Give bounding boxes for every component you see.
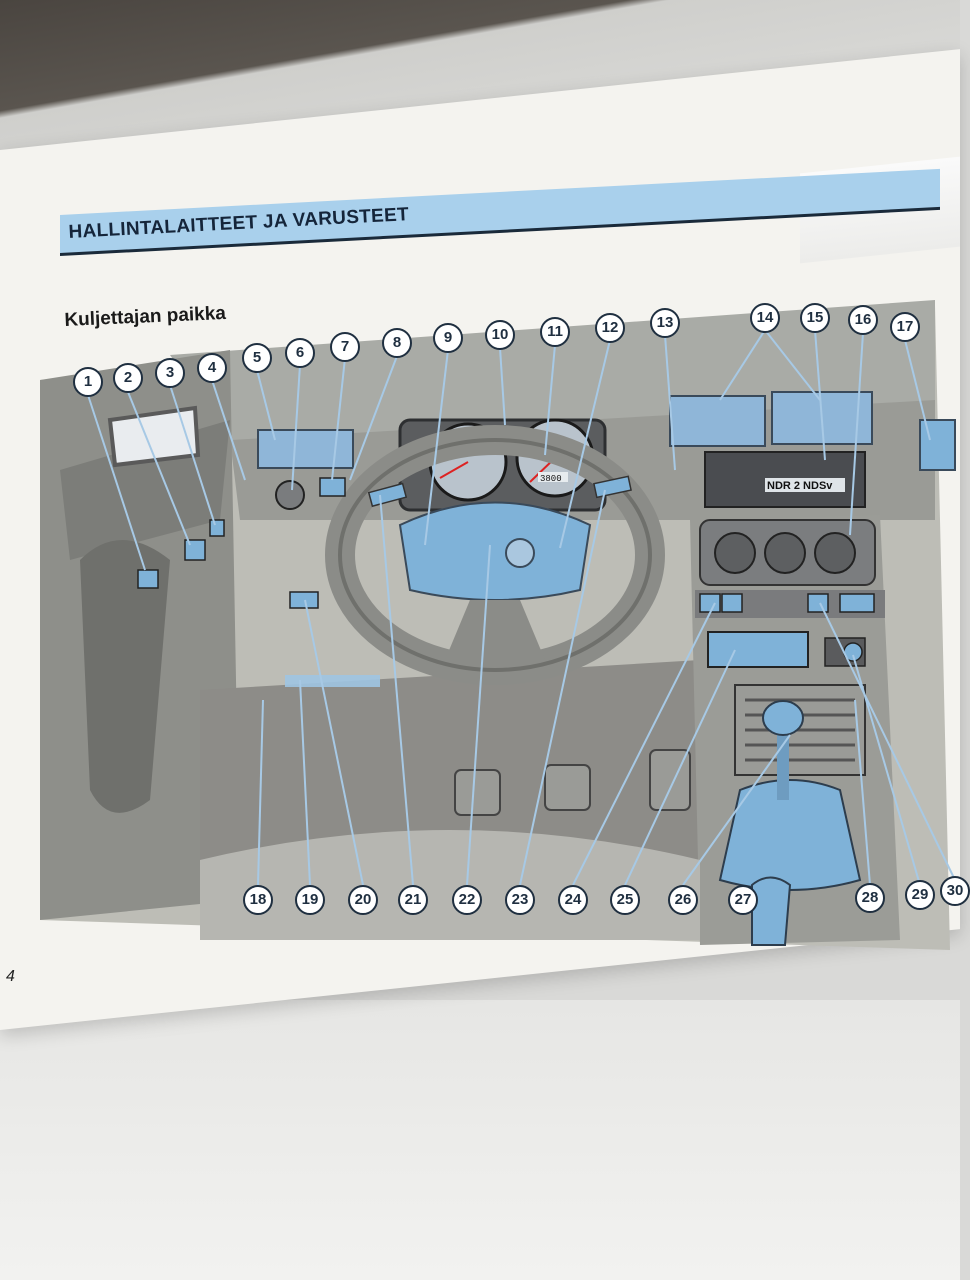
callout-28: 28 bbox=[855, 883, 885, 913]
callout-19: 19 bbox=[295, 885, 325, 915]
callout-20: 20 bbox=[348, 885, 378, 915]
callout-29: 29 bbox=[905, 880, 935, 910]
callout-21: 21 bbox=[398, 885, 428, 915]
callout-2: 2 bbox=[113, 363, 143, 393]
callout-3: 3 bbox=[155, 358, 185, 388]
callout-7: 7 bbox=[330, 332, 360, 362]
callout-leader-lines bbox=[87, 329, 956, 886]
odometer-text: 3800 bbox=[540, 474, 562, 484]
callout-14: 14 bbox=[750, 303, 780, 333]
callout-13: 13 bbox=[650, 308, 680, 338]
radio-display-text: NDR 2 NDSv bbox=[767, 480, 833, 492]
desk-surface bbox=[0, 1000, 960, 1280]
callout-16: 16 bbox=[848, 305, 878, 335]
callout-4: 4 bbox=[197, 353, 227, 383]
callout-8: 8 bbox=[382, 328, 412, 358]
callout-22: 22 bbox=[452, 885, 482, 915]
callout-27: 27 bbox=[728, 885, 758, 915]
callout-12: 12 bbox=[595, 313, 625, 343]
callout-5: 5 bbox=[242, 343, 272, 373]
callout-15: 15 bbox=[800, 303, 830, 333]
callout-9: 9 bbox=[433, 323, 463, 353]
callout-24: 24 bbox=[558, 885, 588, 915]
callout-11: 11 bbox=[540, 317, 570, 347]
callout-17: 17 bbox=[890, 312, 920, 342]
page-number: 4 bbox=[6, 968, 15, 985]
callout-23: 23 bbox=[505, 885, 535, 915]
callout-18: 18 bbox=[243, 885, 273, 915]
callout-26: 26 bbox=[668, 885, 698, 915]
callout-10: 10 bbox=[485, 320, 515, 350]
callout-25: 25 bbox=[610, 885, 640, 915]
callout-6: 6 bbox=[285, 338, 315, 368]
callout-30: 30 bbox=[940, 876, 970, 906]
callout-1: 1 bbox=[73, 367, 103, 397]
